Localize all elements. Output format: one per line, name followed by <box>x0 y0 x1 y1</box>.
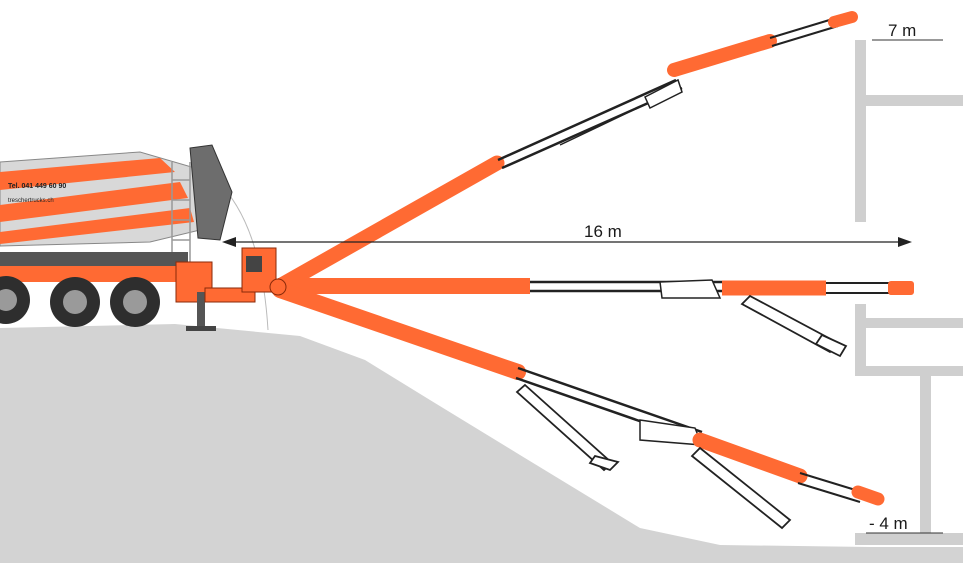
conveyor-lower <box>272 282 885 530</box>
building-structure <box>855 40 963 545</box>
bottom-depth-label: - 4 m <box>869 514 908 533</box>
truck-wheels <box>0 276 160 327</box>
ground-slope <box>0 324 963 563</box>
conveyor-upper <box>270 11 858 295</box>
reach-label: 16 m <box>584 222 622 241</box>
reach-dimension <box>222 237 912 247</box>
truck-phone-text: Tel. 041 449 60 90 <box>8 183 66 190</box>
mixer-truck: Tel. 041 449 60 90 treschertrucks.ch <box>0 144 287 331</box>
truck-web-text: treschertrucks.ch <box>8 198 54 204</box>
conveyor-middle <box>278 278 914 358</box>
top-height-label: 7 m <box>888 21 916 40</box>
